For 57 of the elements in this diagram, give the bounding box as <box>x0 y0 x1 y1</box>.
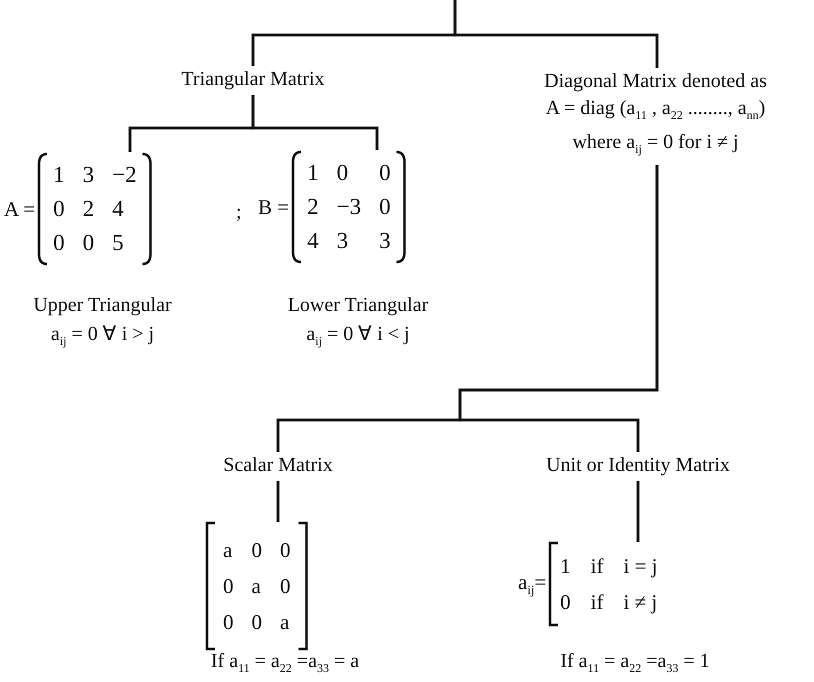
matrix-entry: 0 <box>223 609 234 636</box>
matrix-entry: a <box>280 609 290 636</box>
matrix <box>4 152 153 266</box>
category-label: Diagonal Matrix denoted as <box>543 69 768 94</box>
connector-line <box>636 481 640 542</box>
condition-text: a$_{ij}$ = 0 ∀ i < j <box>305 322 411 350</box>
definition-text: where a$_{ij}$ = 0 for i ≠ j <box>571 130 740 158</box>
matrix-entry: a <box>223 537 234 564</box>
category-label: Scalar Matrix <box>178 452 378 479</box>
matrix-entry: −3 <box>336 193 362 221</box>
matrix-entry: 0 <box>280 573 290 600</box>
matrix-entry: −2 <box>112 161 137 189</box>
matrix-name-label: B = <box>258 194 290 220</box>
matrix-entry: 0 <box>223 573 234 600</box>
matrix-entry: 0 <box>560 589 571 616</box>
matrix-entry: if <box>590 589 604 616</box>
condition-text: If a$_{11}$ = a$_{22}$ =a$_{33}$ = 1 <box>559 649 711 677</box>
separator-text: ; <box>236 200 242 225</box>
matrix-entry: 1 <box>53 161 65 189</box>
connector-line <box>252 95 378 150</box>
condition-text: a$_{ij}$ = 0 ∀ i > j <box>50 322 156 350</box>
condition-text: If a$_{11}$ = a$_{22}$ =a$_{33}$ = a <box>210 649 360 677</box>
connector-line <box>276 481 280 522</box>
matrix-entry: 0 <box>336 159 350 187</box>
matrix-entry: 0 <box>53 229 65 257</box>
matrix <box>205 522 308 650</box>
matrix-entry: if <box>590 553 604 580</box>
matrix-entry: 0 <box>379 159 391 187</box>
matrix-entry: 3 <box>379 227 391 255</box>
matrix-entry: 4 <box>112 195 125 223</box>
matrix-entry: 0 <box>379 193 391 221</box>
matrix-entry: 1 <box>560 553 571 580</box>
matrix-entry: 2 <box>307 193 319 221</box>
matrix-entry: 0 <box>280 537 290 564</box>
matrix-name-label: a$_{ij}$= <box>518 570 546 598</box>
matrix-entry: 3 <box>82 161 94 189</box>
matrix-entry: 5 <box>112 229 125 257</box>
category-label: Triangular Matrix <box>153 66 353 93</box>
matrix-entry: a <box>252 573 262 600</box>
matrix-entry: 0 <box>82 229 94 257</box>
matrix-entry: 4 <box>307 227 319 255</box>
type-caption: Upper Triangular <box>32 293 173 318</box>
matrix-entry: i ≠ j <box>624 589 658 616</box>
connector-line <box>454 0 658 68</box>
category-label: Unit or Identity Matrix <box>518 452 758 479</box>
matrix-entry: 3 <box>336 227 350 255</box>
matrix-name-label: A = <box>4 196 36 222</box>
type-caption: Lower Triangular <box>286 293 430 318</box>
matrix-entry: 0 <box>252 609 262 636</box>
definition-text: A = diag (a$_{11}$ , a$_{22}$ ........, a$_{nn}$) <box>544 96 766 124</box>
matrix-entry: 2 <box>82 195 94 223</box>
matrix-entry: 1 <box>307 159 319 187</box>
matrix-entry: 0 <box>53 195 65 223</box>
connector-line <box>458 165 658 452</box>
matrix <box>258 150 407 264</box>
matrix-entry: i = j <box>624 553 658 580</box>
matrix-entry: 0 <box>252 537 262 564</box>
